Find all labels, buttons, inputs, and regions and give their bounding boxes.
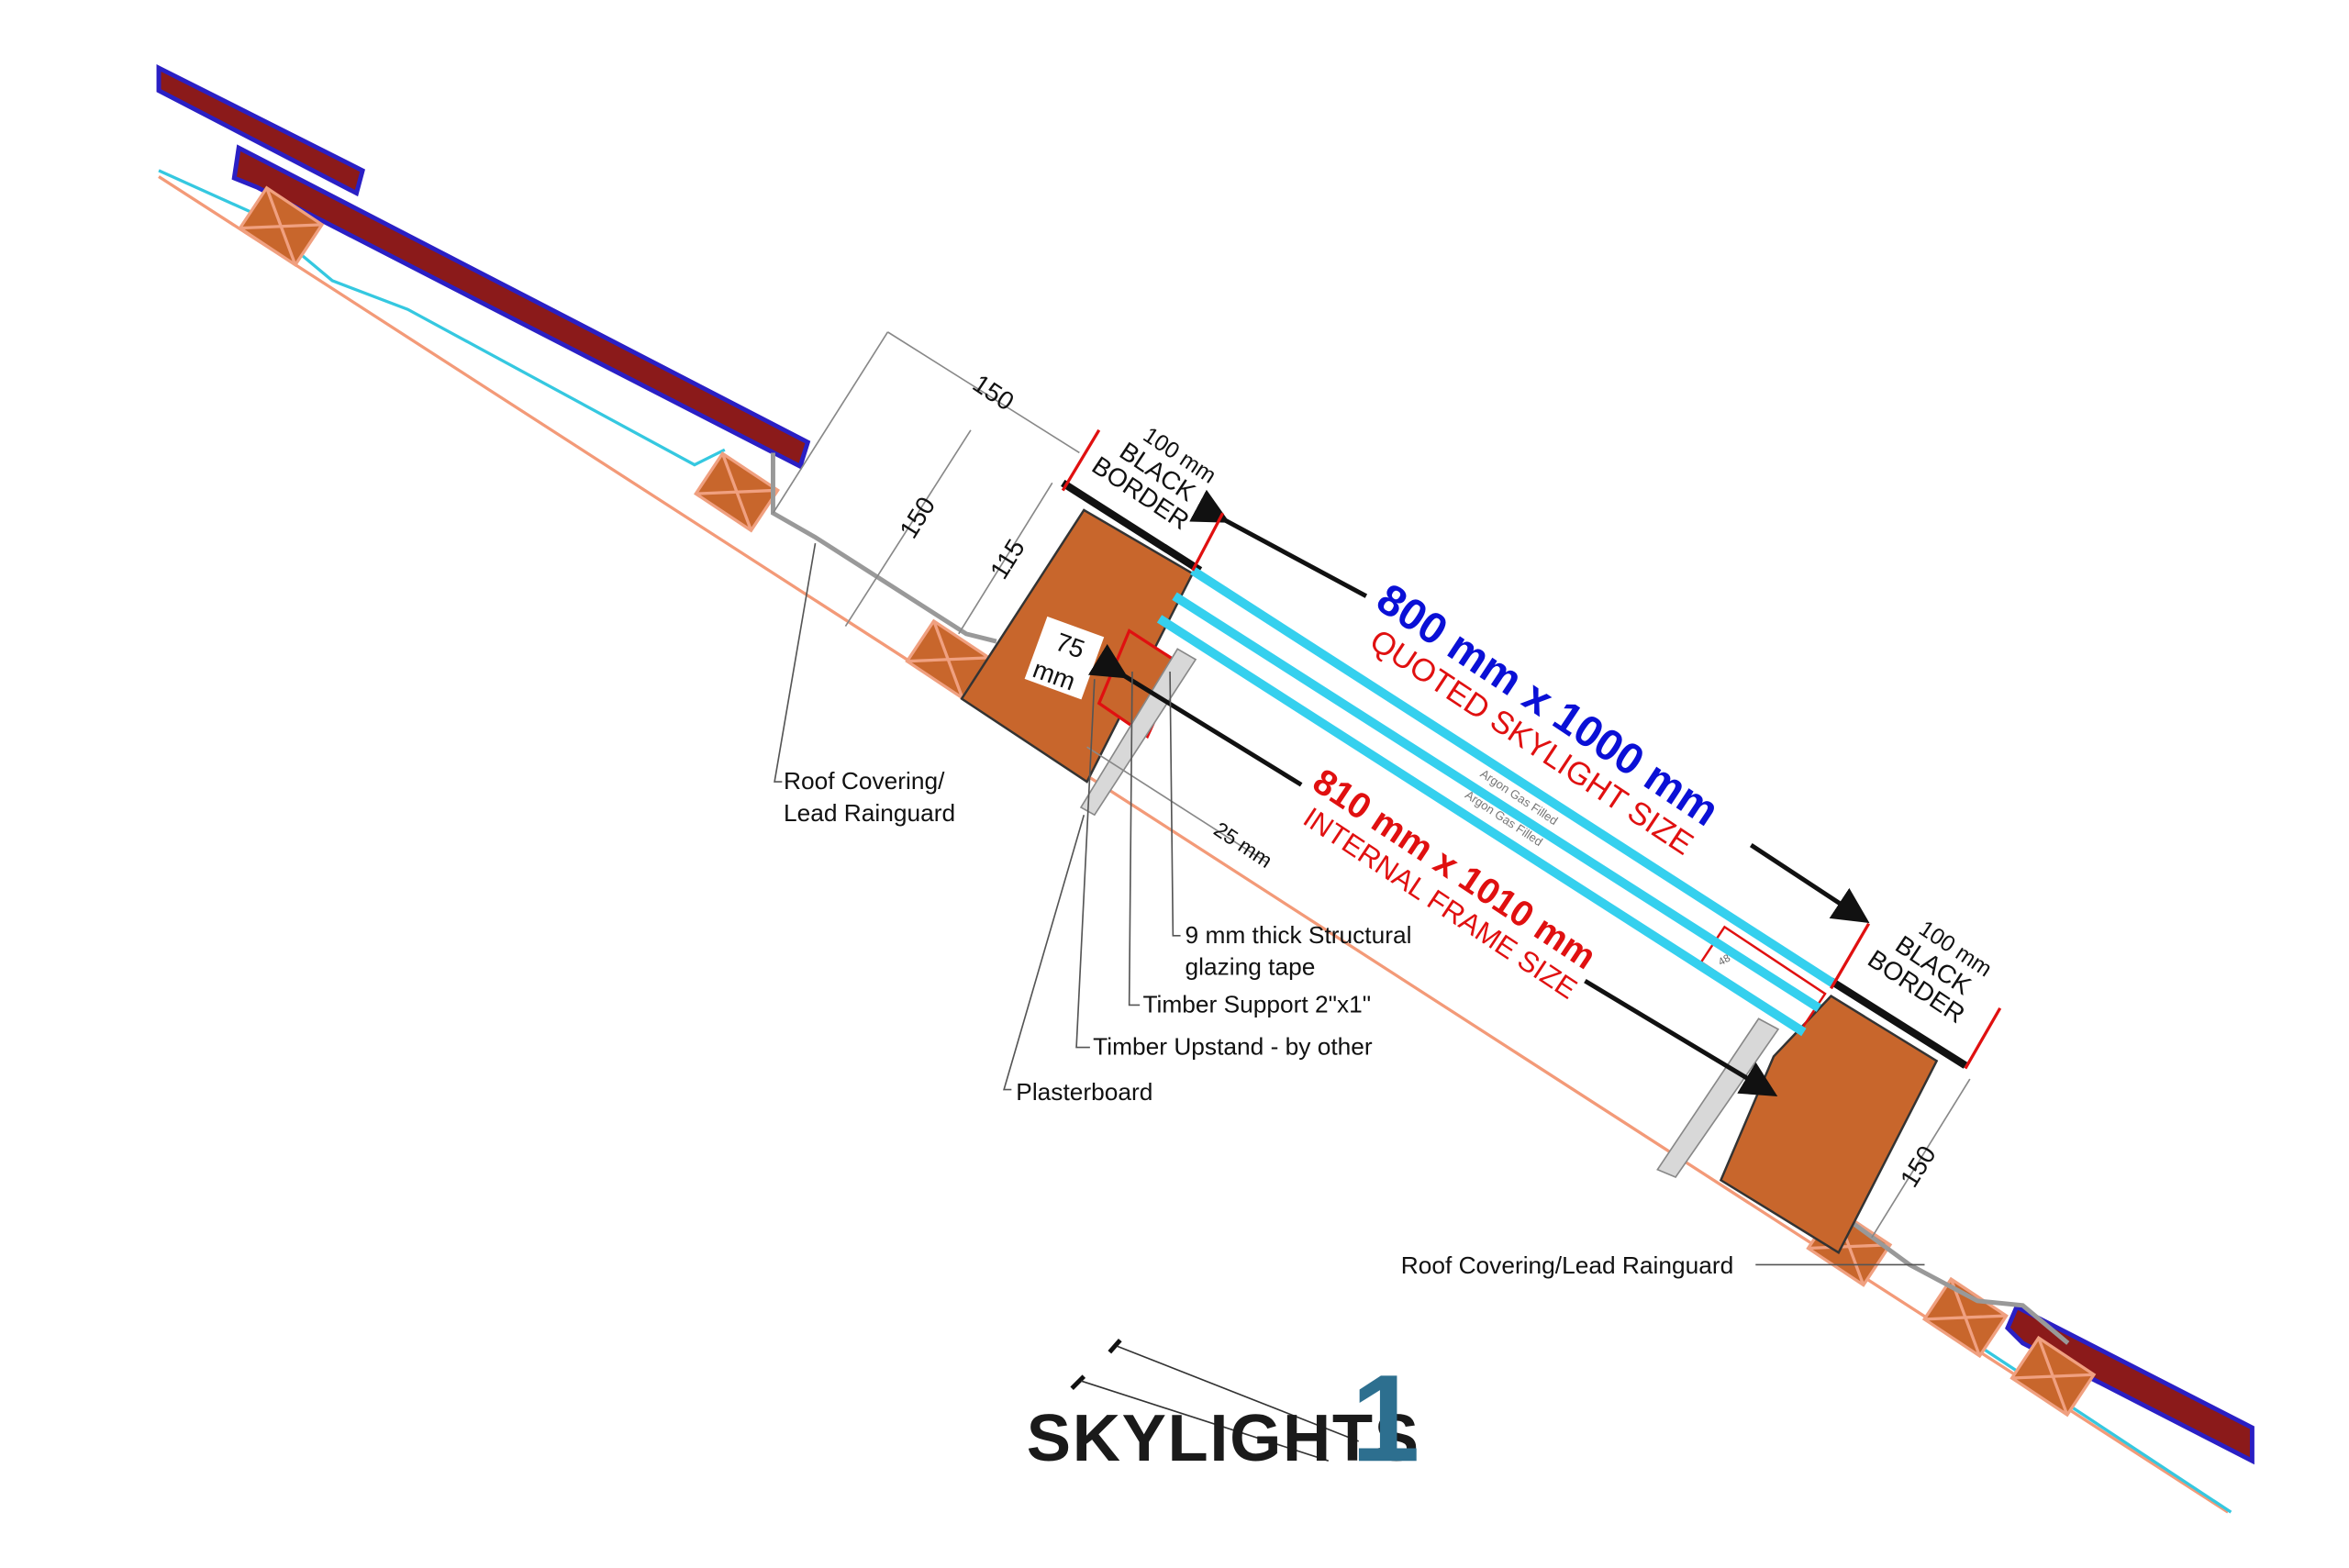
batten [1922, 1277, 2009, 1358]
quoted-size-arrow [1189, 489, 1368, 598]
black-border-label-left: 100 mm BLACK BORDER [1087, 423, 1220, 536]
label-glazing-tape: 9 mm thick Structural [1186, 921, 1412, 949]
black-border-right [1829, 977, 1968, 1069]
leader-line [1169, 671, 1181, 937]
timber-upstand-right [1719, 995, 1939, 1254]
batten [694, 451, 780, 532]
roof-tile [2005, 1304, 2254, 1465]
label-timber-upstand: Timber Upstand - by other [1093, 1033, 1373, 1061]
dimension-box [1024, 616, 1105, 700]
dimension-line [958, 482, 1053, 635]
dim-upstand-height: 150 [894, 492, 941, 543]
border-marker [1191, 512, 1225, 572]
glass-pane [1172, 592, 1822, 1012]
membrane-line-left [158, 169, 726, 467]
dimension-line [772, 331, 889, 514]
logo-word: SKYLIGHTS [1027, 1401, 1420, 1475]
dim-glass-unit: 48 [1717, 953, 1732, 969]
border-marker [1830, 922, 1871, 990]
dimension-line [1871, 1078, 1971, 1239]
label-roof-covering-left: Roof Covering/ [784, 767, 945, 795]
skylights1-logo: SKYLIGHTS 1 [1027, 1339, 1420, 1487]
glass-pane [1190, 566, 1837, 988]
frame-size-arrow [1087, 643, 1303, 787]
dim-upstand-inner: 115 [985, 534, 1030, 584]
lead-flashing-left [771, 452, 997, 644]
roof-tile [231, 144, 811, 470]
lead-flashing-right [1840, 1213, 2070, 1345]
dimension-line [844, 429, 972, 628]
rafter-line [158, 175, 2229, 1514]
border-marker [1061, 428, 1101, 492]
dimension-line [887, 331, 1080, 454]
quoted-size-arrow [1749, 843, 1870, 924]
plasterboard-left [1079, 648, 1197, 817]
label-timber-support: Timber Support 2"x1" [1142, 991, 1371, 1018]
logo-numeral: 1 [1351, 1349, 1419, 1487]
roof-tile [156, 64, 365, 197]
plasterboard-right [1656, 1018, 1780, 1178]
border-marker [1964, 1006, 2002, 1070]
leader-line [774, 543, 817, 783]
dimension-line [1086, 746, 1269, 864]
dim-tape-offset: 25 mm [1209, 817, 1276, 873]
label-roof-covering-left-2: Lead Rainguard [784, 799, 955, 827]
label-glazing-tape-2: glazing tape [1186, 953, 1316, 981]
leader-line [1075, 679, 1096, 1049]
leader-line [1003, 814, 1085, 1091]
dim-right-upstand: 150 [1895, 1140, 1942, 1192]
black-border-left [1061, 479, 1203, 574]
label-roof-covering-right: Roof Covering/Lead Rainguard [1401, 1251, 1734, 1279]
glass-pane [1156, 615, 1807, 1037]
leader-line [1128, 671, 1141, 1006]
label-plasterboard: Plasterboard [1016, 1078, 1152, 1106]
frame-size-arrow [1584, 979, 1778, 1097]
membrane-line-right [1946, 1323, 2232, 1514]
